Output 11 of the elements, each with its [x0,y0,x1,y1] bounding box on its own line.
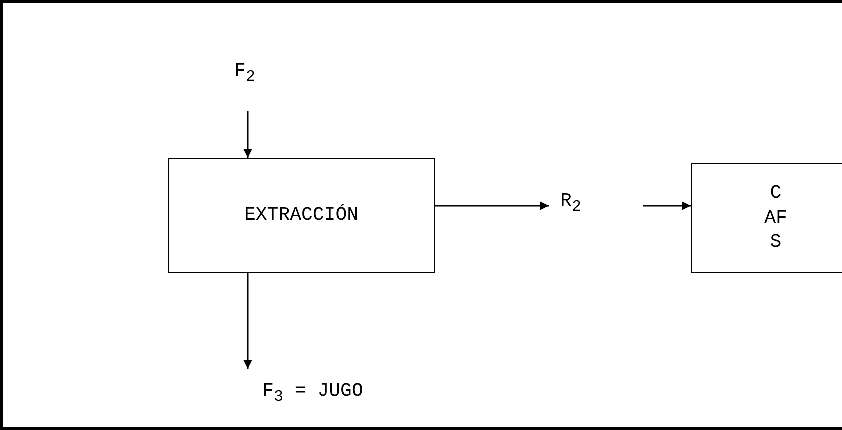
process-box [168,158,435,273]
arrow [244,111,252,158]
stream-label: F$_{2}$ [215,55,275,91]
process-label: C AF S [764,180,788,256]
process-box [691,163,842,273]
arrow [643,202,691,210]
stream-label: F$_{3}$ = JUGO [208,375,418,411]
arrow [244,273,252,369]
arrow [435,202,549,210]
process-label: EXTRACCIÓN [244,203,359,228]
stream-label: R$_{2}$ [551,185,591,221]
